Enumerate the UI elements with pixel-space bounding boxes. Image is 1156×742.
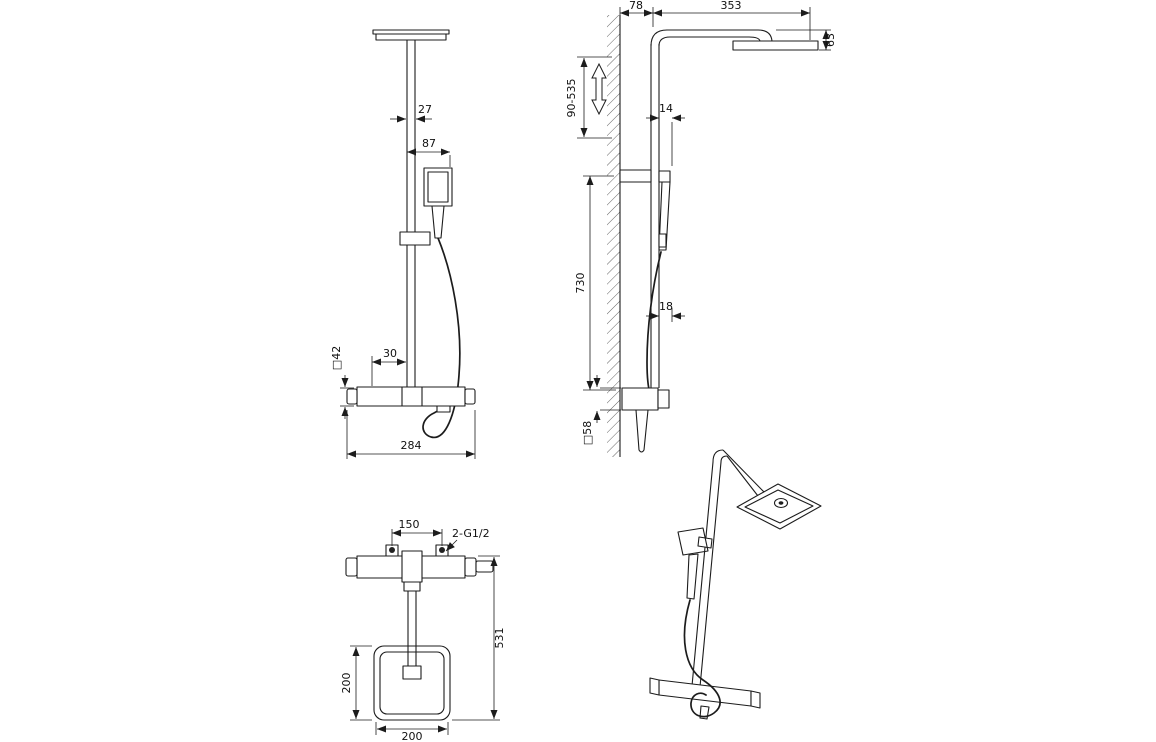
- slide-bracket-side: [658, 233, 667, 248]
- mixer-valve-iso: [649, 677, 761, 720]
- side-dim-valve-profile: □58: [581, 421, 594, 445]
- side-dim-arm-reach: 353: [721, 0, 742, 12]
- riser-pipe-plan: [407, 591, 417, 666]
- front-dim-valve-profile: □42: [330, 346, 343, 370]
- riser-pipe-iso: [691, 449, 728, 688]
- side-dimensions: 78 353 63 90-535 14 730: [565, 0, 837, 445]
- mixer-valve-plan: [345, 550, 494, 592]
- front-dim-valve-to-pipe: 30: [383, 347, 397, 360]
- front-dim-handset-offset: 87: [422, 137, 436, 150]
- shower-hose-iso: [683, 599, 721, 718]
- mixer-valve-side: [621, 387, 670, 453]
- handset-holder-side: [658, 170, 671, 183]
- overhead-shower-iso: [736, 483, 822, 530]
- side-dim-riser-height: 730: [574, 273, 587, 294]
- plan-dim-inlet-spacing: 150: [399, 518, 420, 531]
- plan-dim-connection-thread: 2-G1/2: [452, 527, 490, 540]
- side-dim-head-drop: 63: [824, 33, 837, 47]
- overhead-shower-plan: [373, 645, 451, 721]
- riser-pipe-side: [650, 44, 660, 388]
- side-dim-wall-to-pipe: 78: [629, 0, 643, 12]
- plan-view: 150 2-G1/2 531 200 200: [340, 518, 506, 742]
- plan-dim-head-width: 200: [402, 730, 423, 742]
- hand-shower-front: [423, 167, 453, 239]
- wall-bracket-side: [619, 169, 652, 183]
- overhead-shower-front: [372, 29, 450, 41]
- height-adjust-arrow-icon: [591, 62, 607, 116]
- shower-arm-iso: [722, 449, 765, 497]
- hand-shower-side: [658, 181, 671, 251]
- mixer-valve-front: [346, 386, 476, 413]
- plan-dimensions: 150 2-G1/2 531 200 200: [340, 518, 506, 742]
- hand-shower-iso: [677, 527, 709, 600]
- plan-dim-overall-projection: 531: [493, 628, 506, 649]
- isometric-view: [649, 449, 822, 720]
- side-view: 78 353 63 90-535 14 730: [565, 0, 837, 457]
- front-dimensions: 27 87 30 □42 284: [330, 103, 476, 459]
- overhead-shower-side: [732, 40, 819, 51]
- side-dim-upper-offset: 14: [659, 102, 673, 115]
- wall-hatch: [607, 15, 620, 457]
- front-dim-pipe-width: 27: [418, 103, 432, 116]
- side-dim-lower-offset: 18: [659, 300, 673, 313]
- riser-pipe-front: [406, 40, 416, 387]
- shower-arm-side: [650, 29, 773, 47]
- handset-holder-iso: [697, 536, 713, 549]
- front-dim-overall-width: 284: [401, 439, 422, 452]
- shower-hose-front: [422, 237, 461, 439]
- plan-dim-head-depth: 200: [340, 673, 353, 694]
- slide-bracket-front: [399, 231, 431, 246]
- front-view: 27 87 30 □42 284: [330, 29, 476, 459]
- side-dim-adjustable-range: 90-535: [565, 79, 578, 118]
